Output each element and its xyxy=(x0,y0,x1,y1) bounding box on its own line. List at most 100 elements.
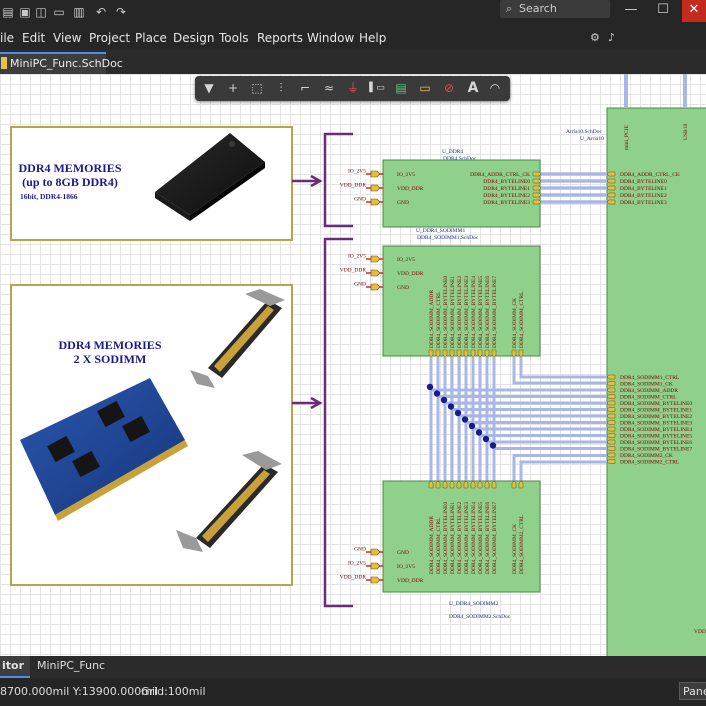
port-marker-vdd-ddr xyxy=(370,576,381,584)
wire-icon[interactable]: ⌐ xyxy=(299,81,311,95)
junction-dot xyxy=(447,403,455,410)
menu-design[interactable]: Design xyxy=(173,31,215,45)
sodimm2-entry-ddr4-sodimm-byteline7: DDR4_SODIMM_BYTELINE7 xyxy=(492,502,498,574)
fpga-entry-ddr4-sodimm-byteline6: DDR4_SODIMM_BYTELINE6 xyxy=(620,440,692,446)
net-label-icon[interactable]: ▌▭ xyxy=(369,83,385,93)
schematic-drawing: DDR4 MEMORIES (up to 8GB DDR4) 16bit, DD… xyxy=(10,74,706,656)
grid-size: Grid:100mil xyxy=(141,685,206,698)
close-button[interactable]: ✕ xyxy=(682,0,706,22)
ground-icon[interactable]: ⏚ xyxy=(346,81,359,95)
menu-window[interactable]: Window xyxy=(307,31,355,45)
port-icon[interactable]: ▭ xyxy=(419,81,431,95)
net-label-io-2v5: IO_2V5 xyxy=(348,561,366,567)
save-icon[interactable]: ▣ xyxy=(19,5,31,19)
document-tab-bar: MiniPC_Func.SchDoc xyxy=(0,50,706,74)
directive-icon[interactable]: ⊘ xyxy=(443,81,455,95)
menu-bar: ile Edit View Project Place Design Tools… xyxy=(0,26,706,50)
port-marker-vdd-ddr xyxy=(370,269,381,277)
ddr4-sheet-symbol[interactable] xyxy=(382,159,541,228)
sodimm1-entry-marker-ddr4-sodimm-byteline6 xyxy=(484,349,490,358)
search-box[interactable]: ⌕ Search xyxy=(500,0,610,18)
sodimm2-sheet-file: DDR4_SODIMM2.SchDoc xyxy=(449,614,511,620)
menu-view[interactable]: View xyxy=(53,31,82,45)
minimize-button[interactable]: — xyxy=(624,2,638,17)
tab-minipc-func-schdoc[interactable]: MiniPC_Func.SchDoc xyxy=(0,52,123,74)
sodimm1-entry-ddr4-sodimm-byteline1: DDR4_SODIMM_BYTELINE1 xyxy=(450,276,456,348)
sheet-entry-io-2v5: IO_2V5 xyxy=(397,257,415,263)
menu-place[interactable]: Place xyxy=(135,31,167,45)
redo-icon[interactable]: ↷ xyxy=(115,5,127,19)
port-marker-vdd-ddr xyxy=(370,184,381,192)
schematic-canvas[interactable]: DDR4 MEMORIES (up to 8GB DDR4) 16bit, DD… xyxy=(0,74,706,656)
fpga-entry-ddr4-sodimm1-ck: DDR4_SODIMM1_CK xyxy=(620,382,673,388)
fpga-entry-marker-ddr4-sodimm-byteline2 xyxy=(606,413,616,419)
sodimm2-entry-marker-ddr4-sodimm-addr xyxy=(428,480,434,489)
text-icon[interactable]: A xyxy=(467,80,479,96)
undo-icon[interactable]: ↶ xyxy=(95,5,107,19)
sheet-symbol-icon[interactable]: ▤ xyxy=(395,81,407,95)
net-label-vdd-ddr: VDD_DDR xyxy=(340,183,367,189)
menu-project[interactable]: Project xyxy=(89,31,131,45)
sodimm2-entry-ddr4-sodimm-byteline6: DDR4_SODIMM_BYTELINE6 xyxy=(485,502,491,574)
sodimm2-entry-ddr4-sodimm-byteline1: DDR4_SODIMM_BYTELINE1 xyxy=(450,502,456,574)
ddr4-bracket xyxy=(323,132,353,228)
sheet-entry-gnd: GND xyxy=(397,285,409,291)
sodimm1-entry-ddr4-sodimm-byteline3: DDR4_SODIMM_BYTELINE3 xyxy=(464,276,470,348)
sodimm-socket-image-1 xyxy=(190,289,285,388)
menu-help[interactable]: Help xyxy=(359,31,387,45)
sheet-entry-gnd: GND xyxy=(397,200,409,206)
app-menu-icon[interactable]: ▤ xyxy=(2,5,14,19)
settings-gear-icon[interactable]: ⚙ xyxy=(590,31,600,44)
sodimm1-sheet-symbol[interactable] xyxy=(382,245,541,357)
fpga-entry-ddr4-sodimm-byteline7: DDR4_SODIMM_BYTELINE7 xyxy=(620,447,692,453)
sheet-entry-ddr4-addr-ctrl-ck: DDR4_ADDR_CTRL_CK xyxy=(470,172,530,178)
sodimm2-entry-marker-ddr4-sodimm-byteline2 xyxy=(456,480,462,489)
fpga-port-usb10: USB10 xyxy=(683,124,689,140)
align-icon[interactable]: ⫶ xyxy=(279,81,283,95)
sodimm2-sheet-symbol[interactable] xyxy=(382,480,541,593)
open-folder-icon[interactable]: ▭ xyxy=(53,5,65,19)
junction-dot xyxy=(475,429,483,436)
menu-reports[interactable]: Reports xyxy=(257,31,304,45)
sodimm2-entry-marker-ddr4-sodimm-byteline3 xyxy=(463,480,469,489)
port-marker-io-2v5 xyxy=(370,170,381,178)
panels-button[interactable]: Pane xyxy=(679,682,706,700)
save-all-icon[interactable]: ◫ xyxy=(35,5,47,19)
ddr4-right-ports: DDR4_ADDR_CTRL_CKDDR4_BYTELINE0DDR4_BYTE… xyxy=(470,171,542,206)
tab-minipc-func[interactable]: MiniPC_Func xyxy=(37,659,106,672)
sodimm1-entry-marker-ddr4-sodimm-byteline2 xyxy=(456,349,462,358)
fpga-sheet-symbol[interactable] xyxy=(606,107,706,656)
select-rect-icon[interactable]: ⬚ xyxy=(251,81,263,95)
sodimm1-entry-ddr4-sodimm-ctrl: DDR4_SODIMM_CTRL xyxy=(436,291,442,348)
fpga-entry-marker-ddr4-byteline0 xyxy=(606,178,616,184)
menu-tools[interactable]: Tools xyxy=(219,31,249,45)
fpga-entry-marker-ddr4-sodimm-byteline5 xyxy=(606,433,616,438)
sodimm-socket-image-2 xyxy=(176,451,282,552)
open-project-icon[interactable]: ▥ xyxy=(73,5,85,19)
notifications-bell-icon[interactable]: ♪ xyxy=(608,31,616,44)
status-bar: 8700.000mil Y:13900.000mil Grid:100mil P… xyxy=(0,678,706,706)
ddr4-chip-image xyxy=(155,133,265,221)
sodimm1-entry-ddr4-sodimm-byteline4: DDR4_SODIMM_BYTELINE4 xyxy=(471,276,477,348)
junction-dot xyxy=(468,422,476,430)
arc-icon[interactable]: ◠ xyxy=(489,81,501,95)
bus-icon[interactable]: ≈ xyxy=(323,81,335,95)
cursor-coordinates: 8700.000mil Y:13900.000mil xyxy=(0,685,159,698)
filter-icon[interactable]: ▼ xyxy=(204,81,214,95)
move-cross-icon[interactable]: + xyxy=(227,81,239,95)
bus-junction-dots xyxy=(426,383,497,449)
bus-sodimm1-ck xyxy=(512,357,607,385)
ddr4-title: DDR4 MEMORIES xyxy=(18,161,121,175)
maximize-button[interactable]: ☐ xyxy=(657,2,669,17)
fpga-ports-bottom: DDR4_SODIMM1_CTRLDDR4_SODIMM1_CKDDR4_SOD… xyxy=(606,374,692,466)
menu-file[interactable]: ile xyxy=(0,31,15,45)
sodimm1-entry-marker-ddr4-sodimm-byteline4 xyxy=(470,349,476,358)
tab-editor[interactable]: itor xyxy=(0,656,30,678)
sodimm1-entry-ddr4-sodimm-ck: DDR4_SODIMM_CK xyxy=(512,298,518,348)
sheet-entry-ddr4-byteline2: DDR4_BYTELINE2 xyxy=(483,193,530,199)
menu-edit[interactable]: Edit xyxy=(22,31,46,45)
sodimm2-entry-ddr4-sodimm-byteline2: DDR4_SODIMM_BYTELINE2 xyxy=(457,502,463,574)
fpga-designator: U_Arria10 xyxy=(580,136,604,142)
sodimm2-entry-marker-ddr4-sodimm-byteline4 xyxy=(470,480,476,489)
sodimm2-entry-ddr4-sodimm-byteline0: DDR4_SODIMM_BYTELINE0 xyxy=(443,502,449,574)
